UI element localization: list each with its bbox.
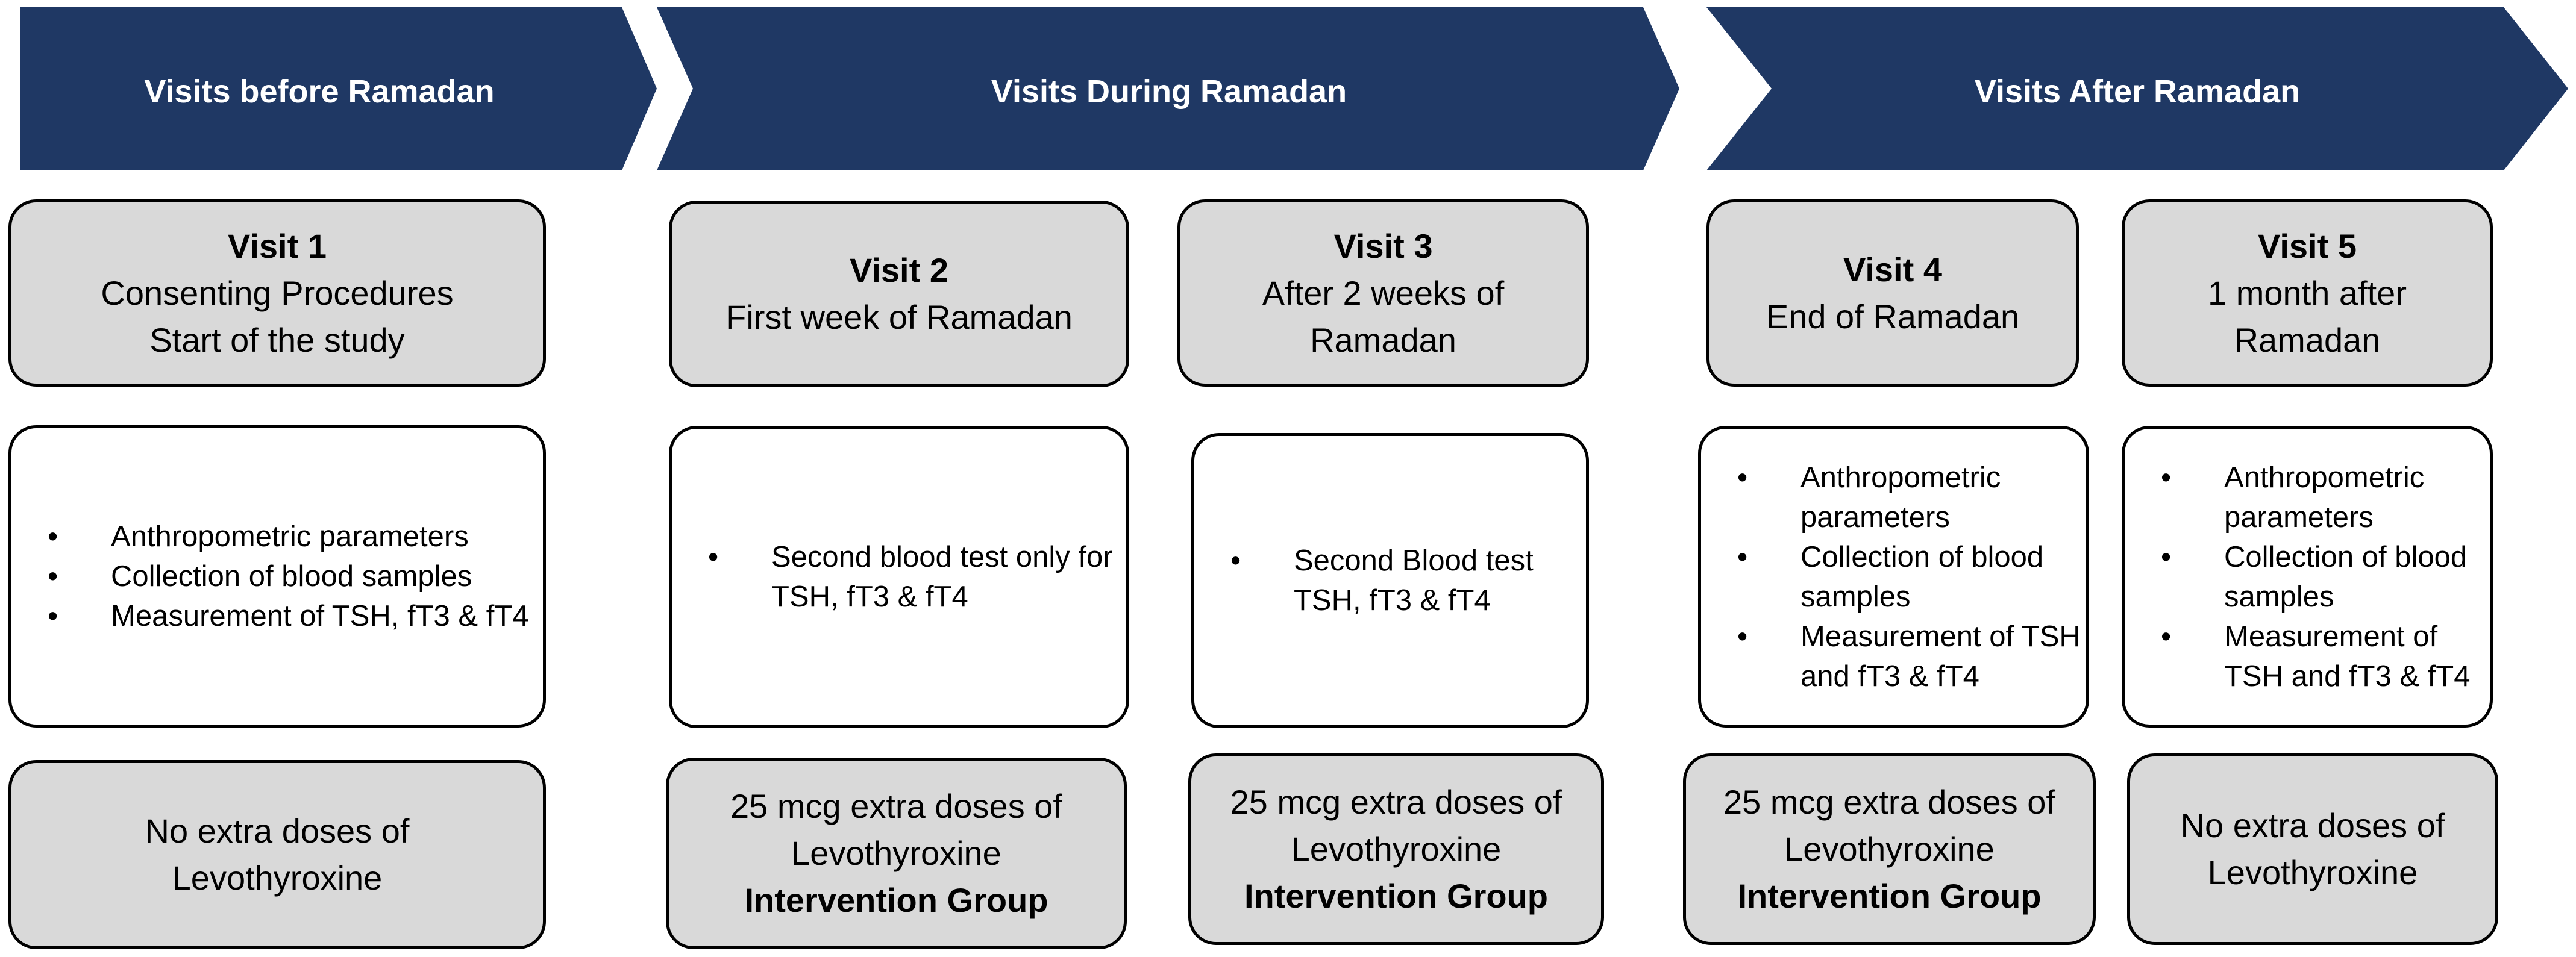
visit-4-dose-group: Intervention Group	[1737, 877, 2042, 915]
phase-label-after: Visits After Ramadan	[1975, 73, 2300, 110]
phase-arrow-before	[20, 7, 657, 170]
visit-5-dose-text: No extra doses of Levothyroxine	[2180, 806, 2445, 891]
phase-arrow-during	[657, 7, 1679, 170]
activity-item: Anthropometric parameters	[1701, 458, 2086, 537]
visit-5-title: Visit 5	[2258, 226, 2357, 265]
activity-item: Anthropometric parameters	[11, 517, 543, 556]
visit-5-activities: Anthropometric parameters Collection of …	[2122, 426, 2493, 728]
phase-label-during: Visits During Ramadan	[991, 73, 1347, 110]
phase-label-before: Visits before Ramadan	[144, 73, 494, 110]
visit-4-activities: Anthropometric parameters Collection of …	[1698, 426, 2089, 728]
phase-arrow-after	[1706, 7, 2568, 170]
visit-2-dose-text: 25 mcg extra doses of Levothyroxine	[730, 787, 1062, 872]
visit-3-activities: Second Blood test TSH, fT3 & fT4	[1191, 433, 1589, 728]
visit-2-activities: Second blood test only for TSH, fT3 & fT…	[669, 426, 1129, 728]
visit-1-line-2: Start of the study	[149, 320, 405, 359]
activity-item: Collection of blood samples	[2125, 537, 2490, 617]
visit-2-title: Visit 2	[850, 251, 948, 289]
visit-1-box: Visit 1 Consenting Procedures Start of t…	[8, 199, 546, 387]
phase-banner: Visits before Ramadan Visits During Rama…	[20, 7, 2568, 170]
visit-5-activity-list: Anthropometric parameters Collection of …	[2125, 458, 2490, 696]
visit-3-line-1: After 2 weeks of	[1262, 273, 1505, 312]
activity-item: Measurement of TSH and fT3 & fT4	[1701, 617, 2086, 696]
visit-4-title: Visit 4	[1843, 250, 1942, 288]
activity-item: Measurement of TSH and fT3 & fT4	[2125, 617, 2490, 696]
visit-5-dose-box: No extra doses of Levothyroxine	[2127, 753, 2498, 945]
activity-item: Collection of blood samples	[1701, 537, 2086, 617]
visit-4-line-1: End of Ramadan	[1766, 297, 2020, 335]
visit-2-box: Visit 2 First week of Ramadan	[669, 201, 1129, 387]
visit-3-box: Visit 3 After 2 weeks of Ramadan	[1177, 199, 1589, 387]
visit-3-dose-text: 25 mcg extra doses of Levothyroxine	[1230, 783, 1562, 868]
visit-4-dose-text: 25 mcg extra doses of Levothyroxine	[1723, 783, 2055, 868]
visit-2-dose-group: Intervention Group	[744, 881, 1048, 919]
visit-4-activity-list: Anthropometric parameters Collection of …	[1701, 458, 2086, 696]
visit-1-dose-box: No extra doses of Levothyroxine	[8, 760, 546, 949]
activity-item: Measurement of TSH, fT3 & fT4	[11, 596, 543, 636]
visit-2-activity-list: Second blood test only for TSH, fT3 & fT…	[672, 537, 1126, 617]
visit-3-title: Visit 3	[1333, 226, 1433, 265]
activity-item: Collection of blood samples	[11, 556, 543, 596]
activity-item: Second blood test only for TSH, fT3 & fT…	[672, 537, 1126, 617]
visit-1-dose-text: No extra doses of Levothyroxine	[145, 812, 410, 897]
activity-item: Anthropometric parameters	[2125, 458, 2490, 537]
visit-4-box: Visit 4 End of Ramadan	[1706, 199, 2079, 387]
activity-item: Second Blood test TSH, fT3 & fT4	[1194, 541, 1586, 620]
visit-5-box: Visit 5 1 month after Ramadan	[2122, 199, 2493, 387]
visit-3-dose-box: 25 mcg extra doses of Levothyroxine Inte…	[1188, 753, 1604, 945]
visit-5-line-2: Ramadan	[2234, 320, 2381, 359]
visit-3-dose-group: Intervention Group	[1244, 877, 1548, 915]
visit-3-line-2: Ramadan	[1310, 320, 1456, 359]
visit-4-dose-box: 25 mcg extra doses of Levothyroxine Inte…	[1683, 753, 2096, 945]
visit-2-dose-box: 25 mcg extra doses of Levothyroxine Inte…	[666, 758, 1127, 949]
visit-2-line-1: First week of Ramadan	[725, 298, 1073, 336]
visit-1-activities: Anthropometric parameters Collection of …	[8, 425, 546, 728]
visit-3-activity-list: Second Blood test TSH, fT3 & fT4	[1194, 541, 1586, 620]
visit-1-title: Visit 1	[228, 226, 327, 265]
visit-5-line-1: 1 month after	[2208, 273, 2407, 312]
visit-1-activity-list: Anthropometric parameters Collection of …	[11, 517, 543, 636]
visit-1-line-1: Consenting Procedures	[101, 273, 454, 312]
